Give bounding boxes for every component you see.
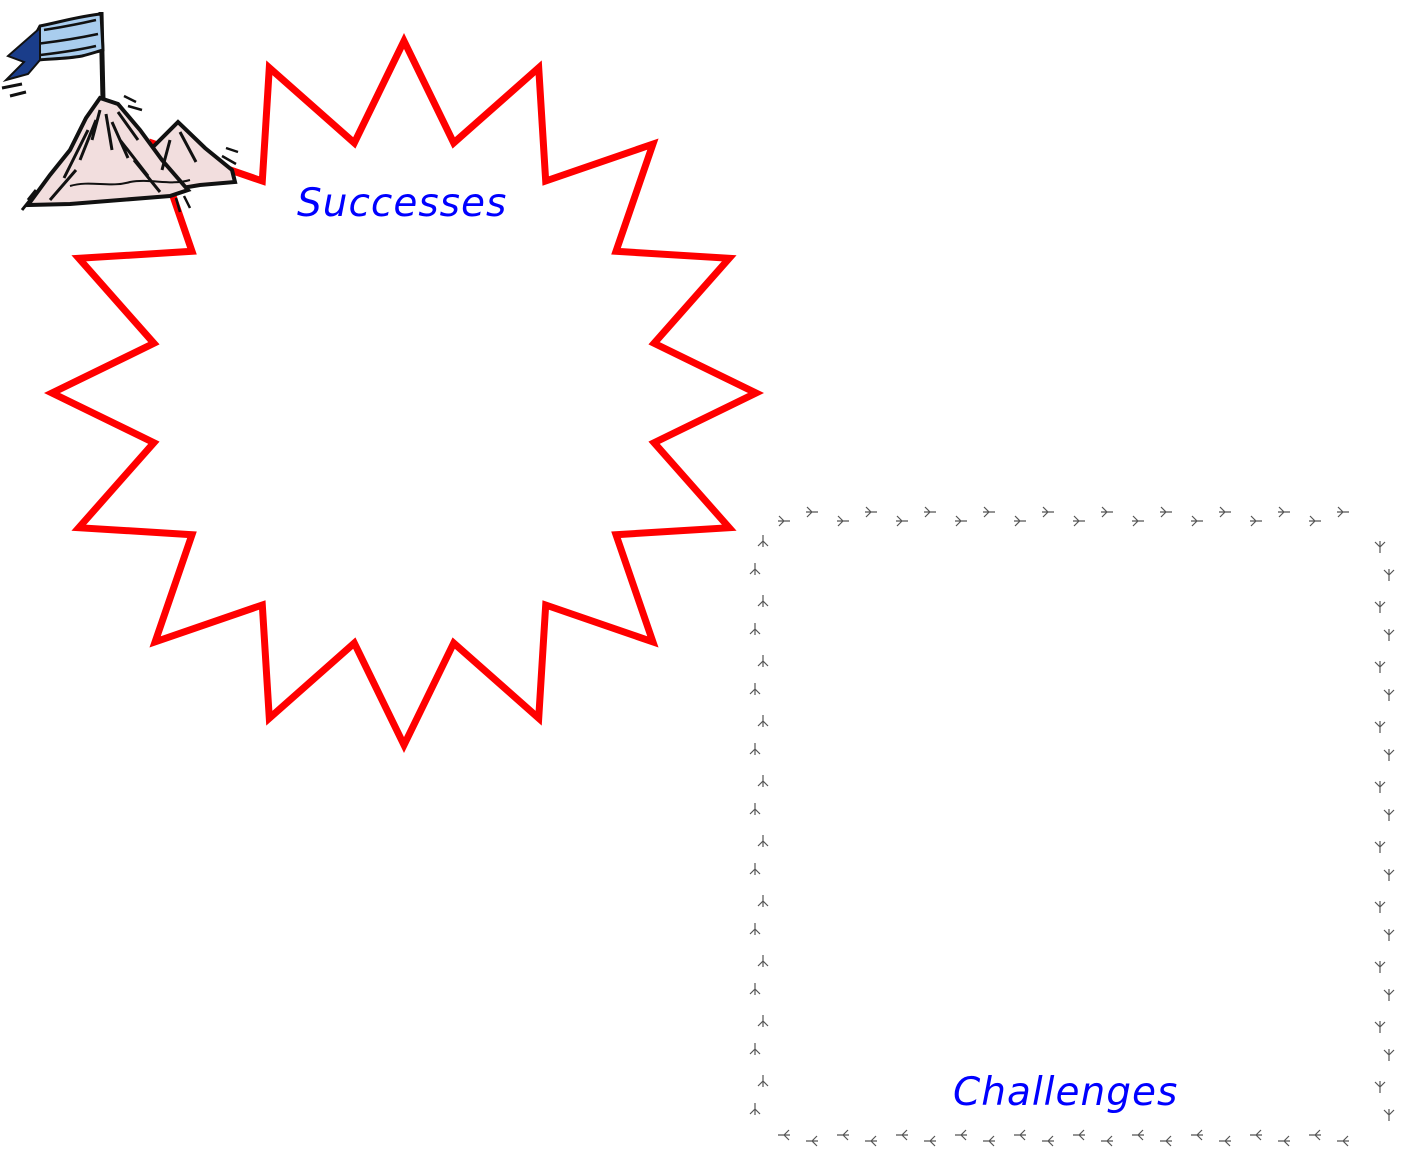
footprint-mark [1191,515,1203,527]
footprint-mark [1101,506,1113,518]
footprint-mark [806,1135,818,1147]
footprint-mark [865,1135,877,1147]
footprint-mark [1374,721,1386,733]
footprint-mark [1042,506,1054,518]
successes-label: Successes [297,181,508,226]
footprint-mark [778,515,790,527]
footprint-row-bottom [778,1129,1349,1147]
footprint-column-left [749,535,769,1115]
footprint-mark [1250,515,1262,527]
footprint-mark [983,1135,995,1147]
footprint-mark [1132,515,1144,527]
footprint-mark [1014,515,1026,527]
footprint-mark [1101,1135,1113,1147]
footprint-mark [955,515,967,527]
footprint-mark [1160,506,1172,518]
footprint-mark [1374,961,1386,973]
footprint-mark [1374,841,1386,853]
footprint-mark [1191,1129,1203,1141]
footprint-mark [1073,515,1085,527]
footprint-mark [1383,869,1395,881]
footprint-mark [1309,1129,1321,1141]
footprint-mark [1374,1021,1386,1033]
footprint-mark [1250,1129,1262,1141]
footprint-mark [757,535,769,547]
footprint-mark [757,955,769,967]
footprint-column-right [1374,541,1395,1121]
footprint-mark [749,1103,761,1115]
footprint-mark [757,835,769,847]
footprint-mark [896,515,908,527]
footprint-mark [924,1135,936,1147]
footprint-mark [749,923,761,935]
footprint-mark [749,863,761,875]
starburst-outline [44,33,764,753]
footprint-mark [1014,1129,1026,1141]
footprint-mark [749,623,761,635]
footprint-mark [1278,506,1290,518]
footprint-mark [757,1075,769,1087]
footprint-mark [1042,1135,1054,1147]
footprint-mark [757,595,769,607]
footprint-mark [1383,569,1395,581]
footprint-mark [1337,1135,1349,1147]
footprint-mark [757,715,769,727]
footprint-mark [837,515,849,527]
footprint-mark [757,1015,769,1027]
footprint-mark [837,1129,849,1141]
footprint-mark [1073,1129,1085,1141]
footprint-mark [757,655,769,667]
footprint-mark [1374,541,1386,553]
footprint-mark [778,1129,790,1141]
footprint-mark [749,983,761,995]
footprint-mark [1374,601,1386,613]
footprint-mark [749,743,761,755]
footprint-mark [749,563,761,575]
footprint-mark [865,506,877,518]
footprint-mark [1383,1109,1395,1121]
footprint-mark [1309,515,1321,527]
footprint-mark [1278,1135,1290,1147]
footprint-mark [1383,809,1395,821]
footprint-mark [1374,661,1386,673]
footprint-mark [749,1043,761,1055]
footprint-mark [896,1129,908,1141]
footprint-mark [924,506,936,518]
footprint-mark [1374,901,1386,913]
footprint-mark [1219,1135,1231,1147]
footprint-mark [1383,749,1395,761]
mountain-flag-icon [1,11,239,213]
footprint-mark [983,506,995,518]
footprint-mark [1383,629,1395,641]
footprint-mark [1374,781,1386,793]
footprint-mark [1383,929,1395,941]
footprint-mark [955,1129,967,1141]
footprint-mark [1132,1129,1144,1141]
footprint-row-top [778,506,1349,527]
footprint-mark [1383,1049,1395,1061]
footprint-mark [1383,689,1395,701]
footprint-mark [757,775,769,787]
footprint-mark [1219,506,1231,518]
footprint-mark [806,506,818,518]
footprint-mark [1337,506,1349,518]
footprint-mark [757,895,769,907]
footprint-mark [1374,1081,1386,1093]
footprint-mark [1383,989,1395,1001]
footprint-mark [1160,1135,1172,1147]
challenges-label: Challenges [953,1070,1179,1115]
footprint-mark [749,803,761,815]
footprint-mark [749,683,761,695]
